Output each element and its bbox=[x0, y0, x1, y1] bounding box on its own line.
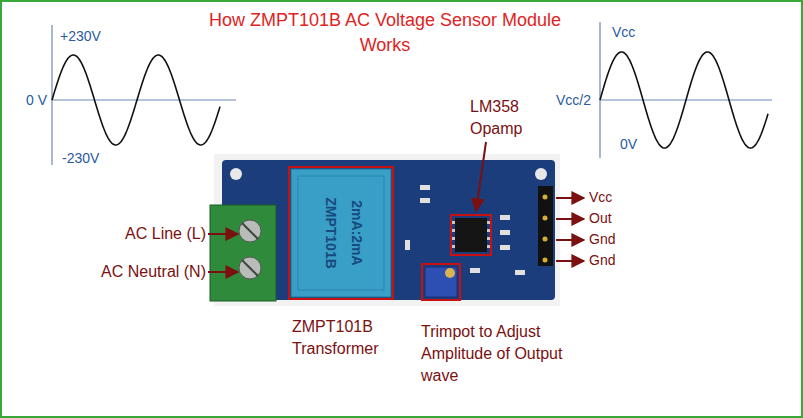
signal-label: -230V bbox=[62, 150, 99, 168]
screw bbox=[239, 257, 261, 279]
highlight-box: LM358 Opamp bbox=[450, 214, 492, 256]
sine-wave bbox=[52, 55, 220, 145]
leader-arrow bbox=[556, 239, 584, 241]
terminal-block bbox=[210, 205, 276, 301]
mount-hole bbox=[230, 168, 242, 180]
signal-label: Vcc bbox=[612, 24, 635, 42]
transformer bbox=[291, 169, 391, 297]
sine-wave bbox=[600, 52, 768, 148]
leader-arrow bbox=[556, 197, 584, 199]
leader-arrow bbox=[476, 142, 486, 211]
leader-arrow bbox=[556, 260, 584, 262]
signal-label: +230V bbox=[60, 28, 101, 46]
transformer-edge bbox=[298, 176, 384, 290]
leader-arrow bbox=[556, 218, 584, 220]
part-marking: ZMPT101B bbox=[321, 197, 339, 269]
signal-label: Gnd bbox=[589, 252, 615, 270]
axis bbox=[52, 99, 236, 100]
opamp-chip bbox=[455, 218, 487, 252]
trimpot bbox=[425, 267, 457, 297]
axis bbox=[599, 22, 600, 158]
part-marking: 2mA:2mA bbox=[347, 200, 365, 265]
axis bbox=[51, 25, 52, 165]
signal-label: AC Neutral (N) bbox=[101, 262, 206, 282]
leader-arrow bbox=[208, 233, 238, 235]
signal-label: Gnd bbox=[589, 231, 615, 249]
signal-label: 0 V bbox=[26, 92, 47, 110]
highlight-box: Trimpot to Adjust Amplitude of Output wa… bbox=[421, 263, 461, 301]
mount-hole bbox=[535, 168, 547, 180]
signal-label: Out bbox=[589, 210, 612, 228]
signal-label: Vcc/2 bbox=[556, 92, 591, 110]
signal-label: AC Line (L) bbox=[125, 224, 206, 244]
smd-parts bbox=[405, 185, 525, 275]
highlight-box: ZMPT101B Transformer bbox=[288, 166, 394, 300]
part-label: Trimpot to Adjust Amplitude of Output wa… bbox=[421, 321, 601, 387]
screw bbox=[239, 220, 261, 242]
signal-label: 0V bbox=[620, 136, 637, 154]
part-label: ZMPT101B Transformer bbox=[292, 316, 412, 360]
pin-header bbox=[538, 186, 553, 266]
part-label: LM358 Opamp bbox=[470, 96, 560, 140]
trimpot-screw bbox=[445, 268, 455, 278]
leader-arrow bbox=[208, 271, 238, 273]
signal-label: Vcc bbox=[589, 189, 612, 207]
title: How ZMPT101B AC Voltage Sensor Module Wo… bbox=[200, 8, 570, 58]
